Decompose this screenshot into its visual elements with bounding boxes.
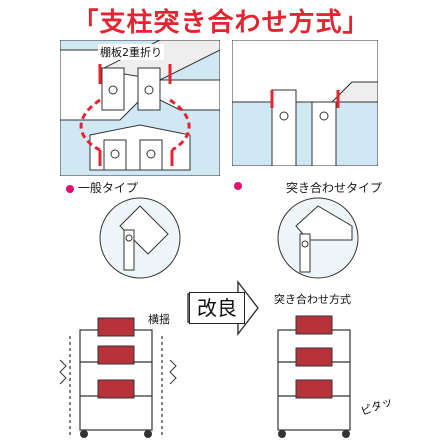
improvement-label: 改良 (189, 292, 245, 324)
general-type-corner-diagram (60, 40, 220, 176)
general-type-caption: 一般タイプ (66, 179, 138, 196)
general-type-detail-circle (99, 197, 181, 279)
diagram-title: 「支柱突き合わせ方式」 (72, 8, 370, 38)
butt-type-caption: 突き合わせタイプ (286, 181, 383, 195)
butt-type-detail-circle (277, 197, 359, 279)
shelf-double-fold-label: 棚板2重折り (98, 44, 164, 60)
bullet-icon (66, 184, 74, 193)
wobbly-rack-illustration (59, 317, 177, 438)
bullet-icon (234, 182, 242, 190)
general-type-caption-text: 一般タイプ (77, 181, 138, 195)
stable-rack-illustration (277, 315, 351, 438)
butt-type-corner-diagram (232, 40, 378, 166)
butt-method-label: 突き合わせ方式 (274, 293, 351, 306)
sway-label: 横揺 (148, 313, 170, 326)
